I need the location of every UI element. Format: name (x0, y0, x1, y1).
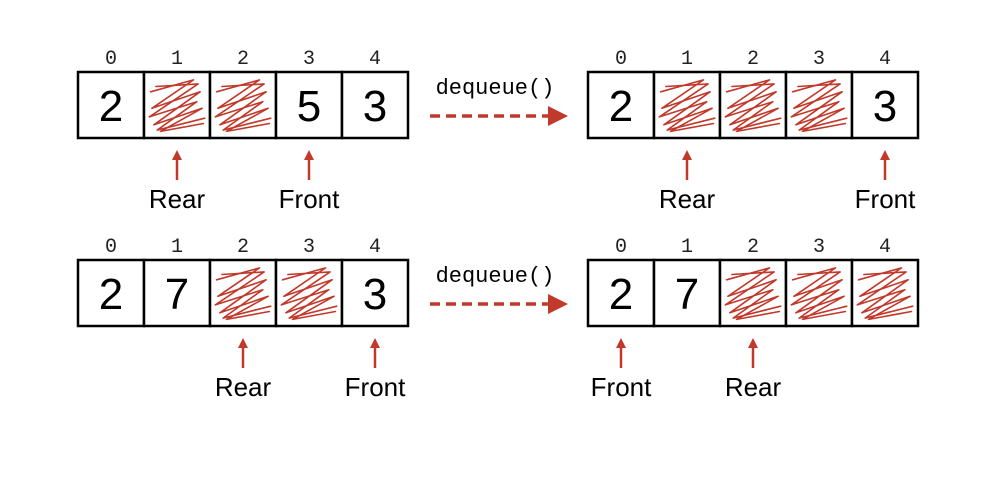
front-pointer-label: Front (345, 372, 406, 402)
queue-slot (850, 70, 920, 140)
slot-value: 2 (99, 82, 123, 131)
slot-value: 5 (297, 82, 321, 131)
slot-index-label: 1 (681, 236, 693, 259)
up-arrow-icon (370, 338, 380, 348)
queue-slot (274, 258, 344, 328)
slot-index-label: 1 (681, 48, 693, 71)
empty-slot-scribble (214, 83, 272, 131)
queue-slot (76, 258, 146, 328)
empty-slot-scribble (856, 271, 914, 319)
empty-slot-scribble (214, 271, 272, 319)
slot-index-label: 3 (303, 236, 315, 259)
queue-slot (142, 70, 212, 140)
slot-value: 7 (675, 270, 699, 319)
queue-slot (652, 70, 722, 140)
slot-index-label: 3 (813, 48, 825, 71)
front-pointer-label: Front (279, 184, 340, 214)
slot-index-label: 3 (303, 48, 315, 71)
slot-value: 7 (165, 270, 189, 319)
empty-slot-scribble (724, 83, 782, 131)
slot-index-label: 1 (171, 48, 183, 71)
queue-slot (718, 70, 788, 140)
queue-slot (586, 258, 656, 328)
up-arrow-icon (748, 338, 758, 348)
queue-slot (142, 258, 212, 328)
up-arrow-icon (304, 150, 314, 160)
slot-index-label: 2 (747, 236, 759, 259)
slot-index-label: 0 (615, 236, 627, 259)
slot-index-label: 2 (237, 48, 249, 71)
slot-value: 3 (363, 82, 387, 131)
rear-pointer-label: Rear (725, 372, 782, 402)
slot-value: 2 (609, 270, 633, 319)
queue-slot (208, 70, 278, 140)
slot-value: 3 (363, 270, 387, 319)
rear-pointer-label: Rear (149, 184, 206, 214)
empty-slot-scribble (148, 83, 206, 131)
slot-index-label: 0 (615, 48, 627, 71)
queue-slot (340, 70, 410, 140)
slot-index-label: 4 (369, 48, 381, 71)
empty-slot-scribble (658, 83, 716, 131)
queue-slot (76, 70, 146, 140)
slot-value: 2 (609, 82, 633, 131)
empty-slot-scribble (790, 83, 848, 131)
operation-label: dequeue() (436, 264, 555, 289)
empty-slot-scribble (790, 271, 848, 319)
slot-index-label: 4 (369, 236, 381, 259)
slot-index-label: 4 (879, 48, 891, 71)
right-arrow-icon (548, 106, 568, 126)
slot-value: 3 (873, 82, 897, 131)
queue-slot (784, 70, 854, 140)
slot-index-label: 0 (105, 236, 117, 259)
queue-slot (850, 258, 920, 328)
dequeue-transition-row-2: dequeue() (430, 264, 568, 314)
front-pointer-label: Front (591, 372, 652, 402)
up-arrow-icon (172, 150, 182, 160)
up-arrow-icon (880, 150, 890, 160)
rear-pointer-label: Rear (659, 184, 716, 214)
queue-slot (274, 70, 344, 140)
queue-slot (586, 70, 656, 140)
slot-index-label: 3 (813, 236, 825, 259)
up-arrow-icon (616, 338, 626, 348)
queue-slot (784, 258, 854, 328)
dequeue-transition-row-1: dequeue() (430, 76, 568, 126)
queue-slot (718, 258, 788, 328)
rear-pointer-label: Rear (215, 372, 272, 402)
slot-index-label: 2 (747, 48, 759, 71)
up-arrow-icon (682, 150, 692, 160)
slot-index-label: 0 (105, 48, 117, 71)
up-arrow-icon (238, 338, 248, 348)
slot-index-label: 4 (879, 236, 891, 259)
empty-slot-scribble (280, 271, 338, 319)
operation-label: dequeue() (436, 76, 555, 101)
empty-slot-scribble (724, 271, 782, 319)
front-pointer-label: Front (855, 184, 916, 214)
queue-slot (340, 258, 410, 328)
slot-index-label: 2 (237, 236, 249, 259)
slot-index-label: 1 (171, 236, 183, 259)
slot-value: 2 (99, 270, 123, 319)
right-arrow-icon (548, 294, 568, 314)
